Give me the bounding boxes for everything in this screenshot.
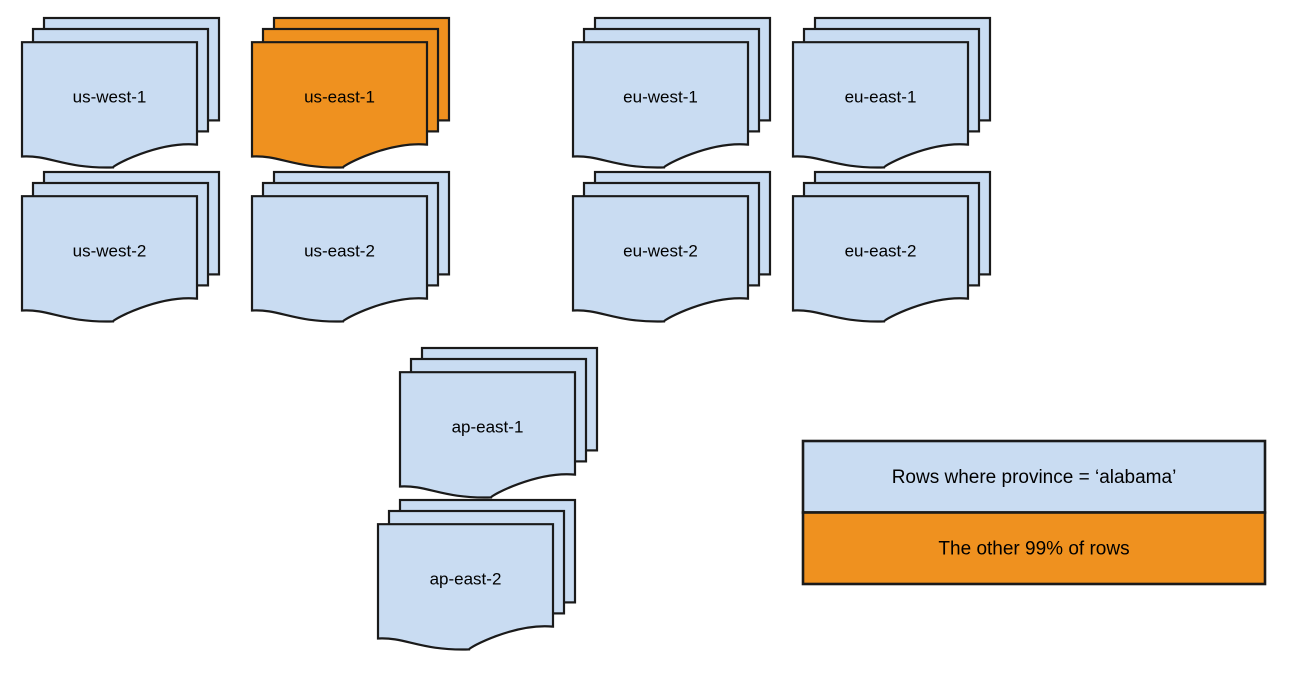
- region-node-eu-west-2[interactable]: eu-west-2: [571, 170, 772, 323]
- document-sheet-front: [20, 41, 199, 169]
- legend-row-alabama[interactable]: Rows where province = ‘alabama’: [801, 439, 1267, 514]
- region-node-eu-west-1[interactable]: eu-west-1: [571, 16, 772, 169]
- document-sheet-front: [398, 371, 577, 499]
- legend-group: Rows where province = ‘alabama’The other…: [801, 439, 1267, 586]
- region-node-us-east-2[interactable]: us-east-2: [250, 170, 451, 323]
- document-sheet-front: [571, 41, 750, 169]
- document-sheet-front: [250, 195, 429, 323]
- document-sheet-front: [791, 195, 970, 323]
- document-sheet-front: [376, 523, 555, 651]
- document-sheet-front: [20, 195, 199, 323]
- region-node-us-west-2[interactable]: us-west-2: [20, 170, 221, 323]
- document-sheet-front: [250, 41, 429, 169]
- document-sheet-front: [791, 41, 970, 169]
- document-sheet-front: [571, 195, 750, 323]
- region-node-us-west-1[interactable]: us-west-1: [20, 16, 221, 169]
- legend-swatch: [801, 439, 1267, 514]
- legend-row-other[interactable]: The other 99% of rows: [801, 511, 1267, 586]
- region-node-ap-east-2[interactable]: ap-east-2: [376, 498, 577, 651]
- legend-swatch: [801, 511, 1267, 586]
- region-node-ap-east-1[interactable]: ap-east-1: [398, 346, 599, 499]
- region-node-eu-east-1[interactable]: eu-east-1: [791, 16, 992, 169]
- region-node-eu-east-2[interactable]: eu-east-2: [791, 170, 992, 323]
- region-node-us-east-1[interactable]: us-east-1: [250, 16, 451, 169]
